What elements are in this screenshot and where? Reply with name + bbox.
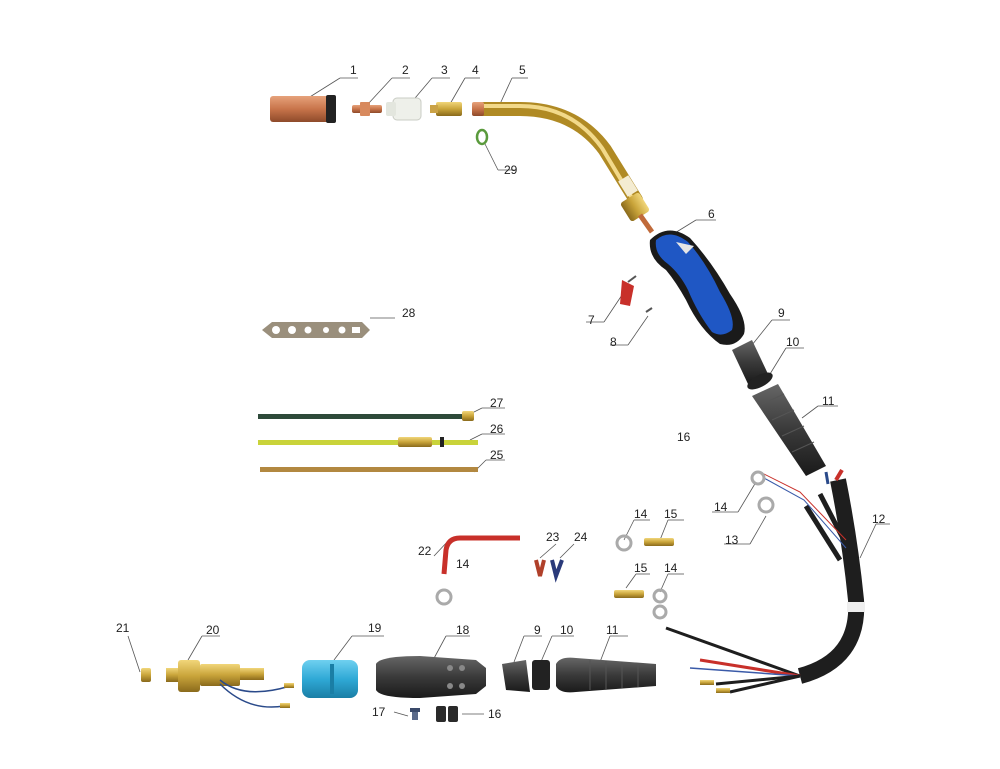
part-2-contact-tip — [352, 102, 382, 116]
part-12-cable-assembly — [665, 468, 865, 694]
label-part-7: 7 — [588, 313, 595, 327]
part-23-clip — [534, 559, 546, 577]
label-part-23: 23 — [546, 530, 560, 544]
label-part-27: 27 — [490, 396, 504, 410]
part-5-swan-neck — [472, 102, 655, 234]
part-15-connector-a — [644, 538, 674, 546]
label-part-9-upper: 9 — [778, 306, 785, 320]
part-14-clamp-d — [652, 604, 668, 620]
label-part-26: 26 — [490, 422, 504, 436]
part-21-nipple — [141, 668, 151, 682]
part-1-gas-nozzle — [270, 95, 336, 123]
part-24-clip — [550, 559, 564, 583]
label-part-14-cable: 14 — [714, 500, 728, 514]
label-part-19: 19 — [368, 621, 382, 635]
label-part-4: 4 — [472, 63, 479, 77]
part-8-pin — [645, 307, 653, 313]
part-10-ring-lower — [532, 660, 550, 690]
part-13-clamp — [757, 496, 775, 514]
label-part-24: 24 — [574, 530, 588, 544]
part-9-rear-handle-upper — [732, 340, 768, 384]
part-26-teflon-liner — [258, 437, 478, 447]
part-14-clamp-a — [750, 470, 766, 486]
part-10-ring-upper — [747, 372, 773, 390]
label-part-14-hose: 14 — [456, 557, 470, 571]
label-part-16-center: 16 — [677, 430, 691, 444]
label-part-15-a: 15 — [664, 507, 678, 521]
part-29-o-ring — [475, 128, 489, 146]
part-16-connector-pins — [436, 706, 458, 722]
label-part-2: 2 — [402, 63, 409, 77]
label-part-21: 21 — [116, 621, 130, 635]
label-part-3: 3 — [441, 63, 448, 77]
part-11-cable-support-upper — [752, 384, 826, 476]
part-7-trigger — [620, 275, 637, 306]
label-part-10-upper: 10 — [786, 335, 800, 349]
label-part-10-lower: 10 — [560, 623, 574, 637]
label-part-20: 20 — [206, 623, 220, 637]
part-14-clamp-c — [652, 588, 668, 604]
label-part-22: 22 — [418, 544, 432, 558]
part-18-connector-housing — [376, 656, 486, 698]
label-part-29: 29 — [504, 163, 518, 177]
part-9-rear-handle-lower — [502, 660, 530, 692]
label-part-25: 25 — [490, 448, 504, 462]
label-part-28: 28 — [402, 306, 416, 320]
label-part-18: 18 — [456, 623, 470, 637]
label-part-14-right-a: 14 — [634, 507, 648, 521]
part-14-clamp-b — [615, 534, 633, 552]
label-part-9-lower: 9 — [534, 623, 541, 637]
part-27-steel-liner — [258, 411, 474, 421]
label-part-16-bottom: 16 — [488, 707, 502, 721]
part-19-coupling-nut — [302, 660, 358, 698]
part-25-liner — [260, 467, 478, 472]
label-part-12: 12 — [872, 512, 886, 526]
part-6-handle — [649, 230, 745, 345]
part-3-insulator — [386, 97, 422, 121]
label-part-13: 13 — [725, 533, 739, 547]
label-part-5: 5 — [519, 63, 526, 77]
part-11-cable-support-lower — [556, 657, 656, 693]
part-15-connector-b — [614, 590, 644, 598]
label-part-14-right-b: 14 — [664, 561, 678, 575]
part-22-gas-hose — [435, 535, 520, 606]
label-part-1: 1 — [350, 63, 357, 77]
label-part-17: 17 — [372, 705, 386, 719]
label-part-8: 8 — [610, 335, 617, 349]
part-28-spanner — [262, 322, 370, 338]
part-20-central-connector — [166, 660, 294, 708]
leader-lines — [127, 77, 890, 717]
label-part-15-b: 15 — [634, 561, 648, 575]
label-part-6: 6 — [708, 207, 715, 221]
part-4-tip-holder — [430, 102, 462, 116]
label-part-11-upper: 11 — [822, 394, 835, 408]
label-part-11-lower: 11 — [606, 623, 619, 637]
part-17-screw — [410, 708, 420, 720]
